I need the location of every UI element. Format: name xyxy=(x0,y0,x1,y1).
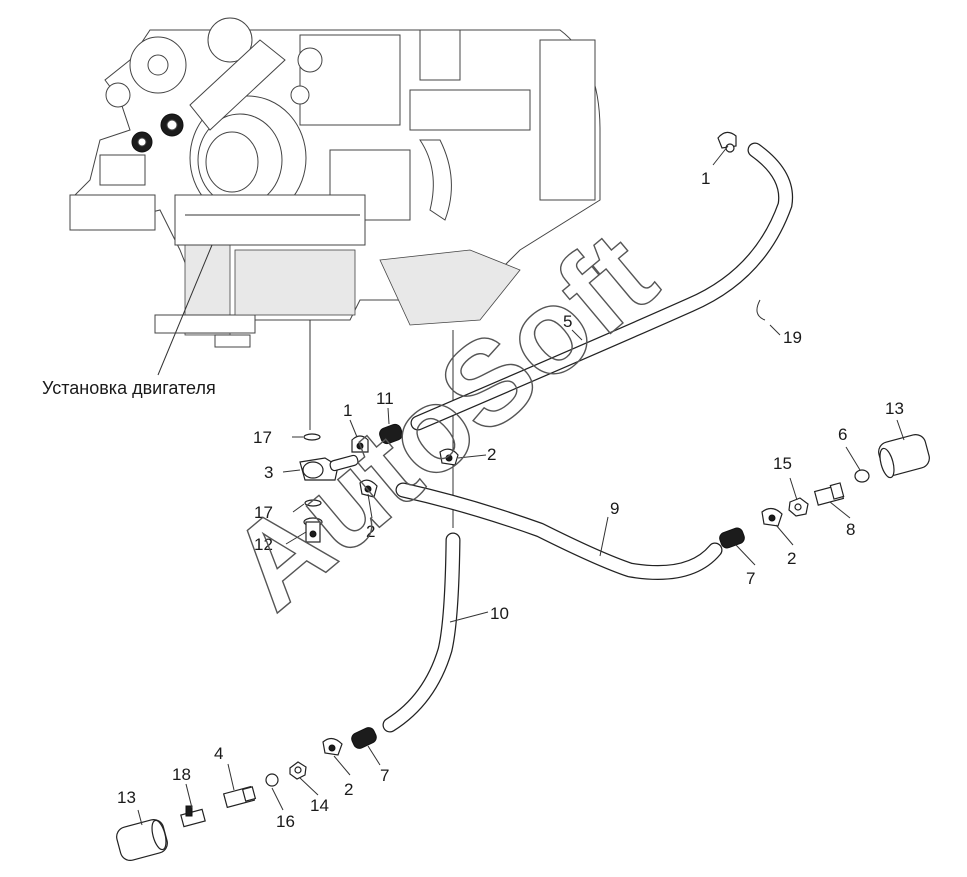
clamp-2-right xyxy=(761,507,783,527)
callout-2-right: 2 xyxy=(787,549,796,568)
dark-sleeves xyxy=(351,423,745,749)
hose-10 xyxy=(382,532,461,733)
clamp-2-fitting xyxy=(359,479,378,498)
hose-5 xyxy=(410,142,794,431)
callout-9: 9 xyxy=(610,499,619,518)
callouts: 1 5 19 17 1 11 2 3 17 2 12 9 7 2 15 6 13… xyxy=(117,169,904,831)
oring-17-bottom xyxy=(304,499,322,507)
callout-18: 18 xyxy=(172,765,191,784)
callout-6: 6 xyxy=(838,425,847,444)
hose-9 xyxy=(395,482,723,580)
engine-illustration xyxy=(69,17,601,348)
sleeve-11 xyxy=(379,423,403,445)
small-parts xyxy=(116,131,930,861)
adapter-8 xyxy=(813,482,845,506)
caption-leader-line xyxy=(157,244,213,376)
callout-16: 16 xyxy=(276,812,295,831)
callout-3: 3 xyxy=(264,463,273,482)
clamp-2-left xyxy=(322,737,343,756)
clamp-1-top xyxy=(717,131,737,153)
callout-2-hose5: 2 xyxy=(487,445,496,464)
oring-17-top xyxy=(303,433,321,441)
callout-13-right: 13 xyxy=(885,399,904,418)
clamp-1-fitting xyxy=(351,435,369,453)
callout-15: 15 xyxy=(773,454,792,473)
callout-19: 19 xyxy=(783,328,802,347)
callout-2-left: 2 xyxy=(344,780,353,799)
banjo-fitting-3 xyxy=(299,454,359,481)
callout-5: 5 xyxy=(563,312,572,331)
nut-15 xyxy=(788,497,809,517)
callout-13-left: 13 xyxy=(117,788,136,807)
callout-2-fitting: 2 xyxy=(366,522,375,541)
callout-1-fitting: 1 xyxy=(343,401,352,420)
nut-14 xyxy=(289,761,307,780)
leader-lines xyxy=(137,145,905,826)
callout-7-left: 7 xyxy=(380,766,389,785)
callout-10: 10 xyxy=(490,604,509,623)
callout-17-top: 17 xyxy=(253,428,272,447)
callout-11: 11 xyxy=(376,389,394,408)
clip-19 xyxy=(756,299,766,321)
callout-8: 8 xyxy=(846,520,855,539)
callout-12: 12 xyxy=(254,535,273,554)
callout-4: 4 xyxy=(214,744,223,763)
engine-installation-caption: Установка двигателя xyxy=(42,378,216,398)
callout-14: 14 xyxy=(310,796,329,815)
bolt-12 xyxy=(303,517,323,543)
callout-1-top: 1 xyxy=(701,169,710,188)
washer-16 xyxy=(265,773,279,787)
callout-17-bottom: 17 xyxy=(254,503,273,522)
sleeve-7-right xyxy=(719,527,745,549)
filter-13-left xyxy=(116,819,168,861)
washer-6 xyxy=(854,469,870,483)
clamp-2-hose5 xyxy=(439,448,459,466)
tee-18 xyxy=(180,805,206,828)
adapter-4 xyxy=(222,785,257,809)
sleeve-7-left xyxy=(351,727,377,749)
callout-7-right: 7 xyxy=(746,569,755,588)
filter-13-right xyxy=(878,434,930,479)
